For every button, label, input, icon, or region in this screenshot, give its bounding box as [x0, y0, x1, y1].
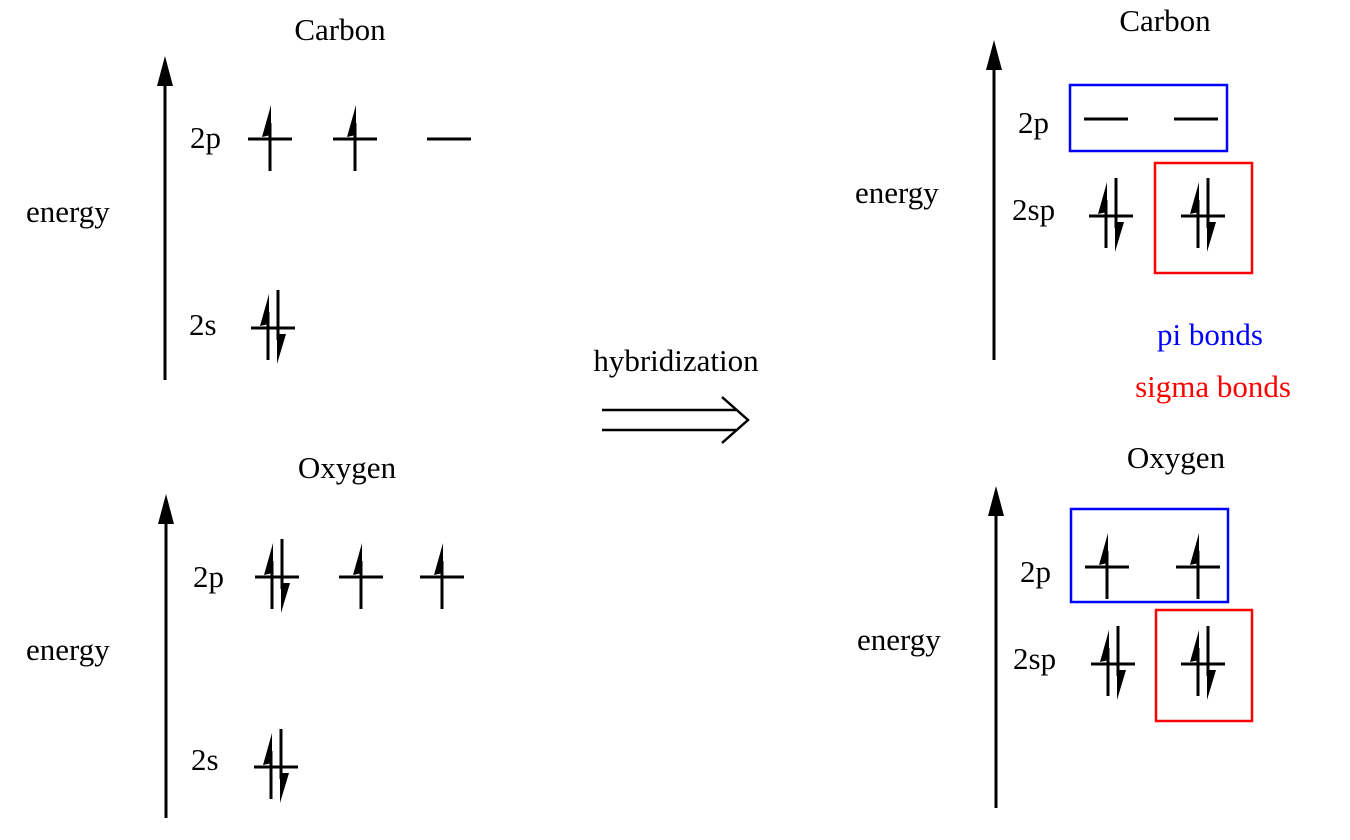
oxygen-before-energy-label: energy — [26, 632, 110, 667]
carbon-before-2s-label: 2s — [189, 307, 217, 342]
electron-spin-up-icon — [1098, 182, 1108, 248]
carbon-before-2s-orbital-1 — [251, 290, 295, 364]
oxygen-before-2s-label: 2s — [191, 742, 219, 777]
oxygen-after-panel: Oxygen energy 2p 2sp — [857, 440, 1254, 808]
electron-spin-up-icon — [262, 105, 272, 171]
oxygen-after-2sp-label: 2sp — [1013, 641, 1056, 676]
oxygen-after-2p-orbital-1 — [1085, 533, 1129, 599]
electron-spin-down-icon — [276, 290, 286, 364]
oxygen-before-2p-orbital-3 — [420, 543, 464, 609]
oxygen-after-title: Oxygen — [1127, 440, 1226, 475]
oxygen-after-energy-label: energy — [857, 622, 941, 657]
electron-spin-down-icon — [279, 729, 289, 803]
legend-sigma-bonds: sigma bonds — [1135, 369, 1291, 404]
electron-spin-up-icon — [1099, 533, 1109, 599]
electron-spin-up-icon — [347, 105, 357, 171]
carbon-after-2sp-orbital-1 — [1089, 178, 1133, 252]
oxygen-pi-bond-box — [1069, 507, 1230, 604]
hybridization-label: hybridization — [593, 343, 759, 378]
oxygen-sigma-bond-box — [1154, 608, 1254, 723]
carbon-pi-bond-box — [1068, 83, 1229, 153]
carbon-before-2p-orbitals — [248, 105, 471, 171]
double-arrow-icon — [602, 396, 750, 444]
carbon-sigma-bond-box — [1153, 161, 1254, 275]
oxygen-after-2p-orbital-2 — [1176, 533, 1220, 599]
carbon-before-2p-orbital-2 — [333, 105, 377, 171]
oxygen-before-energy-axis — [158, 494, 174, 818]
carbon-after-panel: Carbon energy 2p 2sp — [855, 3, 1254, 360]
carbon-after-2p-label: 2p — [1018, 105, 1049, 140]
electron-spin-up-icon — [1190, 533, 1200, 599]
oxygen-before-2p-orbitals — [255, 539, 464, 613]
electron-spin-up-icon — [1100, 630, 1110, 696]
carbon-before-2s-orbitals — [251, 290, 295, 364]
electron-spin-up-icon — [264, 543, 274, 609]
oxygen-after-2p-orbitals — [1085, 533, 1220, 599]
electron-spin-down-icon — [1206, 626, 1216, 700]
electron-spin-down-icon — [1116, 626, 1126, 700]
carbon-after-title: Carbon — [1119, 3, 1211, 38]
oxygen-before-2p-orbital-2 — [339, 543, 383, 609]
oxygen-before-2p-label: 2p — [193, 559, 224, 594]
carbon-after-energy-axis — [986, 40, 1002, 360]
oxygen-before-title: Oxygen — [298, 450, 397, 485]
oxygen-before-2s-orbital-1 — [254, 729, 298, 803]
oxygen-after-2sp-orbitals — [1091, 626, 1225, 700]
carbon-before-2p-orbital-1 — [248, 105, 292, 171]
legend-pi-bonds: pi bonds — [1157, 317, 1263, 352]
bond-legend: pi bonds sigma bonds — [1135, 317, 1291, 404]
oxygen-before-2s-orbitals — [254, 729, 298, 803]
electron-spin-up-icon — [260, 294, 270, 360]
carbon-before-2p-label: 2p — [190, 120, 221, 155]
electron-spin-down-icon — [280, 539, 290, 613]
electron-spin-down-icon — [1206, 178, 1216, 252]
carbon-after-2sp-label: 2sp — [1012, 192, 1055, 227]
carbon-before-panel: Carbon energy 2p 2s — [26, 12, 471, 380]
electron-spin-up-icon — [263, 733, 273, 799]
carbon-after-2sp-orbitals — [1089, 178, 1225, 252]
electron-spin-up-icon — [353, 543, 363, 609]
oxygen-after-energy-axis — [988, 486, 1004, 808]
carbon-before-energy-label: energy — [26, 194, 110, 229]
oxygen-after-2sp-orbital-2 — [1181, 626, 1225, 700]
oxygen-before-panel: Oxygen energy 2p 2s — [26, 450, 464, 818]
oxygen-after-2sp-orbital-1 — [1091, 626, 1135, 700]
electron-spin-up-icon — [1190, 182, 1200, 248]
oxygen-after-2p-label: 2p — [1020, 554, 1051, 589]
electron-spin-up-icon — [434, 543, 444, 609]
carbon-before-title: Carbon — [294, 12, 386, 47]
electron-spin-down-icon — [1114, 178, 1124, 252]
oxygen-before-2p-orbital-1 — [255, 539, 299, 613]
carbon-after-energy-label: energy — [855, 175, 939, 210]
carbon-before-energy-axis — [157, 56, 173, 380]
hybridization-arrow-group: hybridization — [593, 343, 759, 444]
carbon-after-2sp-orbital-2 — [1181, 178, 1225, 252]
electron-spin-up-icon — [1190, 630, 1200, 696]
